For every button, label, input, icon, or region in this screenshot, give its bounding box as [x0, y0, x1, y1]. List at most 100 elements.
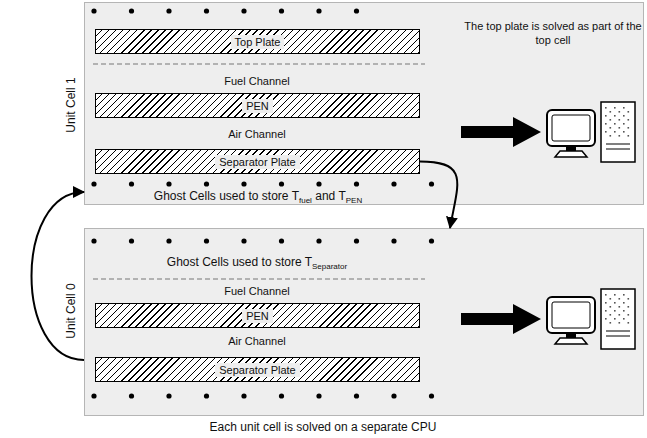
tower-texture	[623, 294, 625, 296]
hatched-plate: PEN	[95, 303, 420, 328]
ghost-cell-dot	[91, 238, 96, 243]
tower-texture	[619, 314, 621, 316]
monitor-screen	[552, 115, 590, 141]
subscript: fuel	[299, 196, 312, 205]
ghost-text: Ghost Cells used to store T	[167, 255, 312, 269]
curved-arrow	[420, 162, 457, 229]
plate-label: PEN	[242, 309, 273, 323]
hatched-plate: Top Plate	[95, 29, 420, 54]
ghost-cell-dot	[166, 393, 171, 398]
monitor-screen	[552, 302, 590, 328]
hatched-plate: Separator Plate	[95, 357, 420, 382]
ghost-cell-dot	[391, 393, 396, 398]
tower-texture	[623, 310, 625, 312]
tower-texture	[605, 302, 607, 304]
ghost-cell-dot	[204, 238, 209, 243]
tower-texture	[619, 322, 621, 324]
tower-texture	[614, 318, 616, 320]
ghost-cell-dot	[241, 238, 246, 243]
tower-texture	[623, 302, 625, 304]
channel-label: Air Channel	[228, 127, 285, 141]
ghost-cell-dot	[279, 238, 284, 243]
ghost-cell-dot	[91, 8, 96, 13]
tower-texture	[614, 294, 616, 296]
tower-texture	[610, 127, 612, 129]
tower-texture	[623, 107, 625, 109]
tower-texture	[610, 322, 612, 324]
ghost-cell-note: Ghost Cells used to store Tfueland TPEN	[154, 189, 362, 205]
tower-texture	[610, 306, 612, 308]
ghost-cell-dot	[241, 393, 246, 398]
tower-texture	[610, 135, 612, 137]
ghost-cell-dot	[204, 8, 209, 13]
tower-texture	[628, 322, 630, 324]
tower-texture	[628, 314, 630, 316]
tower-slot	[606, 336, 630, 337]
tower-texture	[614, 302, 616, 304]
ghost-cell-dot	[279, 181, 284, 186]
plate-label: PEN	[242, 99, 273, 113]
tower-texture	[610, 298, 612, 300]
ghost-cell-dot	[166, 8, 171, 13]
tower-texture	[628, 135, 630, 137]
tower-slot	[606, 144, 630, 145]
ghost-cell-dot	[204, 393, 209, 398]
ghost-text: and T	[315, 189, 345, 203]
monitor	[547, 297, 595, 333]
caption: Each unit cell is solved on a separate C…	[210, 420, 437, 434]
ghost-cell-dot	[279, 8, 284, 13]
ghost-cell-dot	[129, 238, 134, 243]
ghost-cell-dot	[91, 181, 96, 186]
tower-slot	[606, 149, 630, 150]
tower-texture	[605, 318, 607, 320]
big-arrow	[461, 117, 541, 147]
ghost-cell-dot	[91, 393, 96, 398]
note-text: The top plate is solved as part of the t…	[461, 19, 646, 47]
tower-texture	[619, 135, 621, 137]
ghost-cell-dot	[129, 393, 134, 398]
ghost-cell-dot	[316, 181, 321, 186]
ghost-cell-dot	[166, 238, 171, 243]
tower-texture	[610, 119, 612, 121]
ghost-cell-dot	[316, 238, 321, 243]
plate-label: Separator Plate	[215, 155, 299, 169]
ghost-cell-dot	[316, 8, 321, 13]
monitor	[547, 110, 595, 146]
ghost-cell-dot	[354, 8, 359, 13]
tower-texture	[619, 306, 621, 308]
tower-texture	[619, 111, 621, 113]
ghost-cell-dot	[429, 238, 434, 243]
tower-texture	[614, 131, 616, 133]
tower-texture	[605, 115, 607, 117]
subscript: Separator	[312, 262, 347, 271]
dashed-boundary	[93, 64, 425, 65]
cell-label: Unit Cell 0	[64, 283, 78, 338]
ghost-cell-dot	[354, 238, 359, 243]
ghost-cell-dot	[391, 238, 396, 243]
dashed-boundary	[93, 279, 425, 280]
big-arrow	[461, 304, 541, 334]
tower-texture	[605, 310, 607, 312]
ghost-cell-dot	[429, 393, 434, 398]
tower-texture	[623, 131, 625, 133]
ghost-cell-dot	[129, 8, 134, 13]
cell-label: Unit Cell 1	[64, 77, 78, 132]
monitor-neck	[566, 146, 576, 151]
ghost-cell-dot	[354, 181, 359, 186]
ghost-cell-dot	[279, 393, 284, 398]
tower-texture	[605, 294, 607, 296]
tower-texture	[619, 298, 621, 300]
channel-label: Fuel Channel	[224, 74, 289, 88]
tower-texture	[605, 107, 607, 109]
tower-texture	[623, 115, 625, 117]
ghost-cell-dot	[241, 8, 246, 13]
tower-texture	[619, 119, 621, 121]
tower-texture	[628, 119, 630, 121]
channel-label: Fuel Channel	[224, 284, 289, 298]
ghost-cell-dot	[354, 393, 359, 398]
ghost-cell-dot	[429, 181, 434, 186]
tower-texture	[614, 115, 616, 117]
curved-arrow	[32, 192, 85, 360]
subscript: PEN	[346, 196, 362, 205]
tower-texture	[605, 131, 607, 133]
